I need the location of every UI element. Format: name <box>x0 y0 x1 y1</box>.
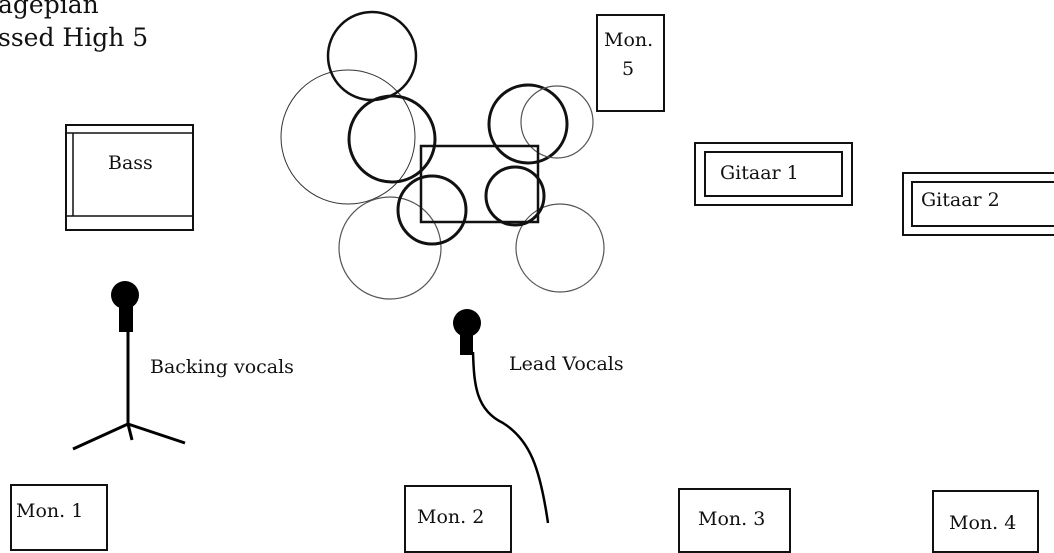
gitaar2-amp-label: Gitaar 2 <box>921 189 1000 211</box>
backing-mic-leg-right <box>127 422 186 445</box>
cymbal-left <box>280 69 416 205</box>
gitaar2-amp <box>902 172 1054 236</box>
drum-kit <box>280 10 605 300</box>
monitor-3-label: Mon. 3 <box>698 508 766 530</box>
monitor-4-label: Mon. 4 <box>949 512 1017 534</box>
floor-tom-left <box>396 174 468 246</box>
cymbal-bottom-left <box>338 196 442 300</box>
monitor-1-label: Mon. 1 <box>16 500 84 522</box>
gitaar1-amp <box>694 142 853 206</box>
tom-right <box>487 83 569 165</box>
lead-mic-body <box>460 326 473 355</box>
cymbal-top-right <box>520 85 594 159</box>
page-title-line1: agepian <box>0 0 99 19</box>
cymbal-bottom-right <box>515 203 605 293</box>
backing-vocal-mic <box>72 281 186 451</box>
backing-mic-body <box>119 297 133 332</box>
monitor-4 <box>932 490 1039 553</box>
tom-top-left <box>326 10 418 102</box>
monitor-5-label-line1: Mon. <box>604 29 654 51</box>
floor-tom-right <box>484 165 546 227</box>
drum-riser <box>419 144 540 224</box>
lead-vocals-label: Lead Vocals <box>509 353 624 375</box>
bass-amp-label: Bass <box>108 152 153 174</box>
monitor-2-label: Mon. 2 <box>417 506 485 528</box>
gitaar1-amp-label: Gitaar 1 <box>720 162 799 184</box>
monitor-5 <box>596 14 665 112</box>
backing-mic-leg-center <box>126 423 134 441</box>
bass-amp-outer <box>65 124 194 231</box>
monitor-5-label-line2: 5 <box>622 58 635 80</box>
lead-mic-cable <box>471 351 550 524</box>
page-title-line2: ssed High 5 <box>0 23 149 52</box>
lead-vocal-mic <box>453 309 550 524</box>
monitor-2 <box>404 485 512 553</box>
monitor-3 <box>678 488 791 553</box>
bass-amp <box>65 124 194 231</box>
monitor-1 <box>10 484 108 551</box>
tom-left <box>347 94 437 184</box>
backing-vocals-label: Backing vocals <box>150 356 294 378</box>
backing-mic-leg-left <box>72 422 129 451</box>
